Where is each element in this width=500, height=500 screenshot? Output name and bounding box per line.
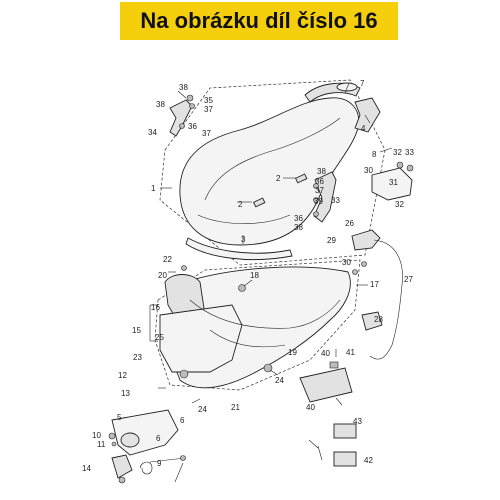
part-label: 11 [97,440,106,449]
part-label: 16 [151,303,160,312]
leader-lines [149,82,393,483]
part-label: 27 [404,275,413,284]
part-label: 20 [158,271,167,280]
part-label: 19 [288,348,297,357]
part-label: 28 [374,315,383,324]
part-label: 33 [331,196,340,205]
part-label: 26 [345,219,354,228]
part-label: 3 [241,235,246,244]
part-label: 7 [360,79,365,88]
part-label: 4 [361,124,366,133]
part-label: 12 [118,371,127,380]
part-label: 41 [346,348,355,357]
part-label: 36 [294,214,303,223]
part-label: 34 [148,128,157,137]
part-label: 15 [132,326,141,335]
part-label: 8 [372,150,377,159]
part-label: 29 [327,236,336,245]
cover-plate [299,361,353,403]
part-label: 32 [395,200,404,209]
hinge-bracket-right [313,171,337,223]
part-label: 10 [92,431,101,440]
part-label: 13 [121,389,130,398]
part-label: 9 [157,459,162,468]
part-label: 38 [156,100,165,109]
bracket-lower-left [108,409,186,484]
hinge-bracket-left [169,94,195,137]
part-label: 17 [370,280,379,289]
part-label: 6 [156,434,161,443]
part-label: 43 [353,417,362,426]
seat-bracket-top [336,82,381,133]
part-label: 1 [151,184,156,193]
part-label: 24 [275,376,284,385]
part-label: 18 [250,271,259,280]
part-label: 40 [306,403,315,412]
part-label: 36 [315,177,324,186]
part-label: 36 [188,122,197,131]
part-label: 37 [315,186,324,195]
part-label: 32 [393,148,402,157]
part-label: 2 [238,200,243,209]
part-label: 35 [204,96,213,105]
part-label: 38 [179,83,188,92]
part-label: 2 [276,174,281,183]
part-label: 33 [405,148,414,157]
small-parts [317,423,357,467]
part-number-labels: 1 2 2 3 4 5 6 6 7 8 9 10 11 12 13 14 15 … [82,79,414,473]
seat-lock [351,161,414,360]
title-banner: Na obrázku díl číslo 16 [120,2,398,40]
part-label: 30 [364,166,373,175]
part-label: 24 [198,405,207,414]
part-label: 30 [342,258,351,267]
part-label: 37 [204,105,213,114]
part-label: 37 [202,129,211,138]
under-seat-body [154,259,367,391]
part-label: 22 [163,255,172,264]
part-label: 31 [389,178,398,187]
part-label: 38 [294,223,303,232]
part-label: 39 [314,197,323,206]
part-label: 5 [117,413,122,422]
part-label: 38 [317,167,326,176]
part-label: 42 [364,456,373,465]
part-label: 21 [231,403,240,412]
part-label: 23 [133,353,142,362]
part-label: 40 [321,349,330,358]
part-label: 14 [82,464,91,473]
banner-title: Na obrázku díl číslo 16 [140,8,378,33]
part-label: 6 [180,416,185,425]
part-label: 25 [155,333,164,342]
